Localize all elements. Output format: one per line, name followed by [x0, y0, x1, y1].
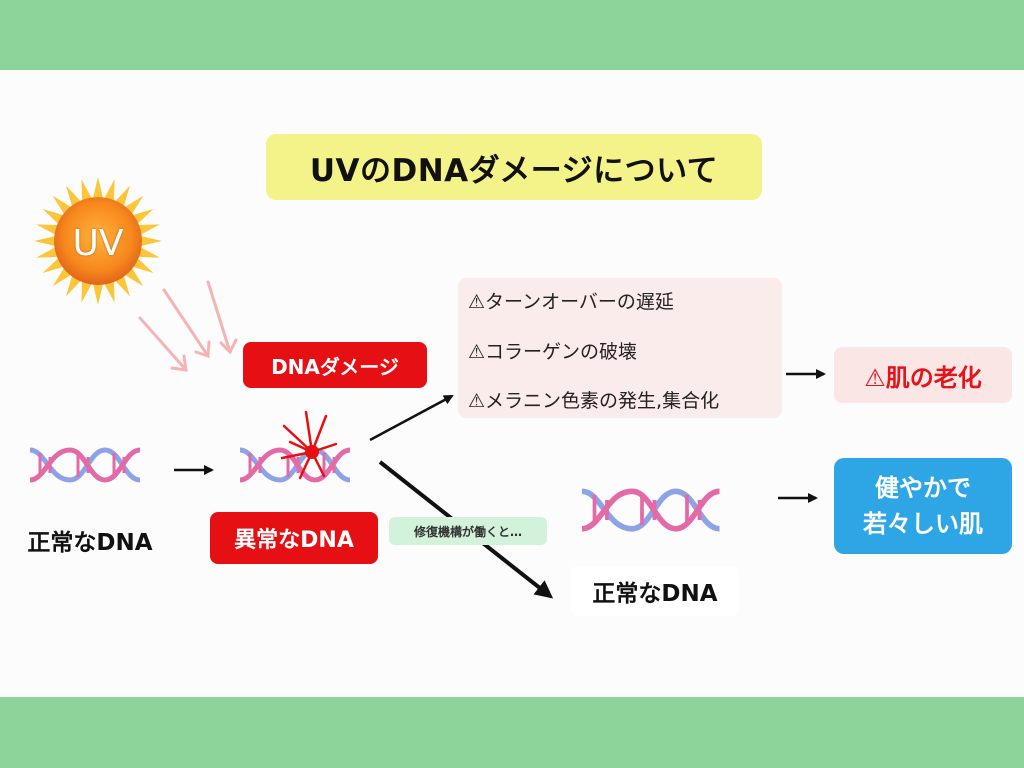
sun-ray	[66, 185, 81, 206]
sun-ray	[133, 258, 154, 273]
sun-ray	[36, 224, 57, 235]
sun-ray	[81, 282, 92, 303]
normal-dna-label-repaired: 正常なDNA	[571, 566, 739, 616]
damage-burst-icon	[280, 410, 338, 480]
sun-ray	[139, 224, 160, 235]
sun-ray	[125, 195, 144, 214]
sun-ray	[42, 258, 63, 273]
sun-ray	[125, 268, 144, 287]
sun-ray	[104, 179, 115, 200]
sun-ray	[93, 284, 103, 305]
bottom-band	[0, 697, 1024, 768]
sun-ray	[141, 236, 162, 246]
healthy-skin-line-2: 若々しい肌	[863, 510, 983, 538]
sun-ray	[104, 282, 115, 303]
abnormal-dna-tag: 異常なDNA	[210, 512, 378, 564]
sun-ray	[42, 209, 63, 224]
sun-ray	[81, 179, 92, 200]
sun-ray	[52, 195, 71, 214]
sun-ray	[133, 209, 154, 224]
healthy-skin-box: 健やかで 若々しい肌	[834, 458, 1012, 554]
dna-helix-icon	[581, 488, 721, 532]
dna-helix-icon	[29, 447, 141, 483]
uv-ray-arrow-icon	[138, 280, 238, 372]
skin-aging-box: ⚠肌の老化	[834, 347, 1012, 403]
sun-ray	[34, 236, 55, 246]
effect-item: ⚠ターンオーバーの遅延	[468, 291, 674, 313]
sun-ray	[115, 276, 130, 297]
page-title: UVのDNAダメージについて	[266, 134, 762, 200]
dna-damage-tag: DNAダメージ	[243, 342, 427, 388]
effect-item: ⚠メラニン色素の発生,集合化	[468, 390, 720, 412]
healthy-skin-line-1: 健やかで	[875, 474, 971, 502]
effect-item: ⚠コラーゲンの破壊	[468, 341, 638, 363]
sun-ray	[139, 247, 160, 258]
sun-ray	[52, 268, 71, 287]
repair-note: 修復機構が働くと…	[389, 517, 547, 545]
normal-dna-label: 正常なDNA	[27, 530, 153, 556]
sun-ray	[66, 276, 81, 297]
dna-helix-icon	[239, 447, 351, 483]
sun-ray	[115, 185, 130, 206]
sun-ray	[36, 247, 57, 258]
arrow-right-icon	[369, 394, 454, 442]
top-band	[0, 0, 1024, 70]
sun-ray	[93, 178, 103, 198]
effects-box: ⚠ターンオーバーの遅延 ⚠コラーゲンの破壊 ⚠メラニン色素の発生,集合化	[458, 278, 782, 418]
sun-icon	[34, 178, 162, 305]
